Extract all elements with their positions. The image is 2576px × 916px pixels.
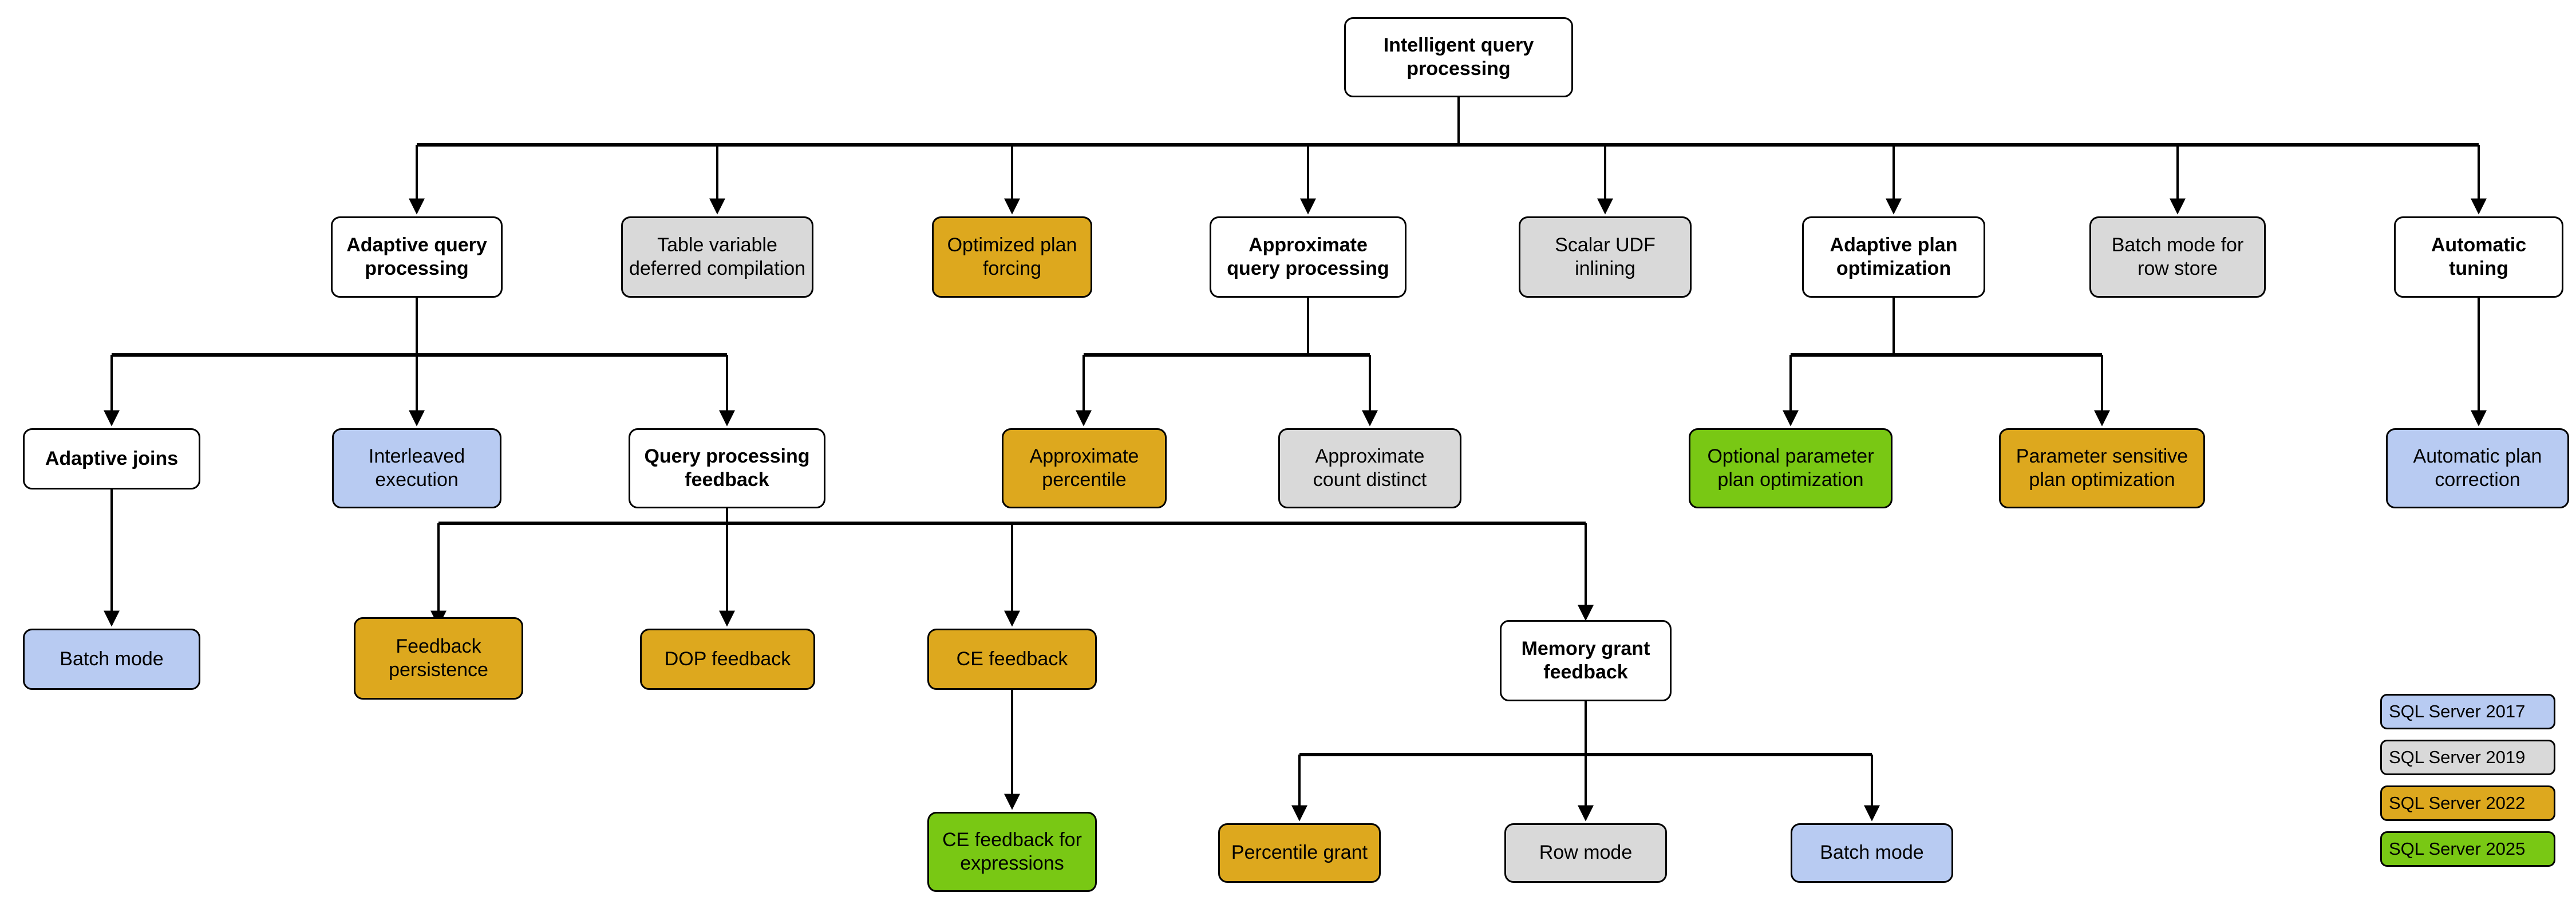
node-approximate-query-processing[interactable]: Approximate query processing xyxy=(1210,216,1406,298)
legend-item-sql-server-2019[interactable]: SQL Server 2019 xyxy=(2380,740,2555,775)
node-batch-mode-memory-grant[interactable]: Batch mode xyxy=(1791,823,1953,883)
node-ce-feedback[interactable]: CE feedback xyxy=(927,629,1097,690)
node-optional-parameter-plan-optimization[interactable]: Optional parameter plan optimization xyxy=(1689,428,1893,508)
node-batch-mode-for-row-store[interactable]: Batch mode for row store xyxy=(2089,216,2266,298)
legend-item-sql-server-2025[interactable]: SQL Server 2025 xyxy=(2380,831,2555,867)
node-approximate-count-distinct[interactable]: Approximate count distinct xyxy=(1278,428,1461,508)
node-percentile-grant[interactable]: Percentile grant xyxy=(1218,823,1381,883)
node-adaptive-query-processing[interactable]: Adaptive query processing xyxy=(331,216,503,298)
node-query-processing-feedback[interactable]: Query processing feedback xyxy=(629,428,825,508)
node-memory-grant-feedback[interactable]: Memory grant feedback xyxy=(1500,620,1672,701)
node-automatic-tuning[interactable]: Automatic tuning xyxy=(2394,216,2563,298)
legend-item-sql-server-2022[interactable]: SQL Server 2022 xyxy=(2380,785,2555,821)
node-ce-feedback-for-expressions[interactable]: CE feedback for expressions xyxy=(927,812,1097,892)
node-dop-feedback[interactable]: DOP feedback xyxy=(640,629,815,690)
node-row-mode[interactable]: Row mode xyxy=(1504,823,1667,883)
node-batch-mode-adaptive-joins[interactable]: Batch mode xyxy=(23,629,200,690)
node-parameter-sensitive-plan-optimization[interactable]: Parameter sensitive plan optimization xyxy=(1999,428,2205,508)
node-table-variable-deferred-compilation[interactable]: Table variable deferred compilation xyxy=(621,216,813,298)
node-adaptive-plan-optimization[interactable]: Adaptive plan optimization xyxy=(1802,216,1985,298)
node-intelligent-query-processing[interactable]: Intelligent query processing xyxy=(1344,17,1573,97)
node-adaptive-joins[interactable]: Adaptive joins xyxy=(23,428,200,489)
node-feedback-persistence[interactable]: Feedback persistence xyxy=(354,617,523,700)
node-interleaved-execution[interactable]: Interleaved execution xyxy=(332,428,501,508)
node-optimized-plan-forcing[interactable]: Optimized plan forcing xyxy=(932,216,1092,298)
legend-item-sql-server-2017[interactable]: SQL Server 2017 xyxy=(2380,694,2555,729)
node-scalar-udf-inlining[interactable]: Scalar UDF inlining xyxy=(1519,216,1692,298)
node-approximate-percentile[interactable]: Approximate percentile xyxy=(1002,428,1167,508)
node-automatic-plan-correction[interactable]: Automatic plan correction xyxy=(2386,428,2569,508)
